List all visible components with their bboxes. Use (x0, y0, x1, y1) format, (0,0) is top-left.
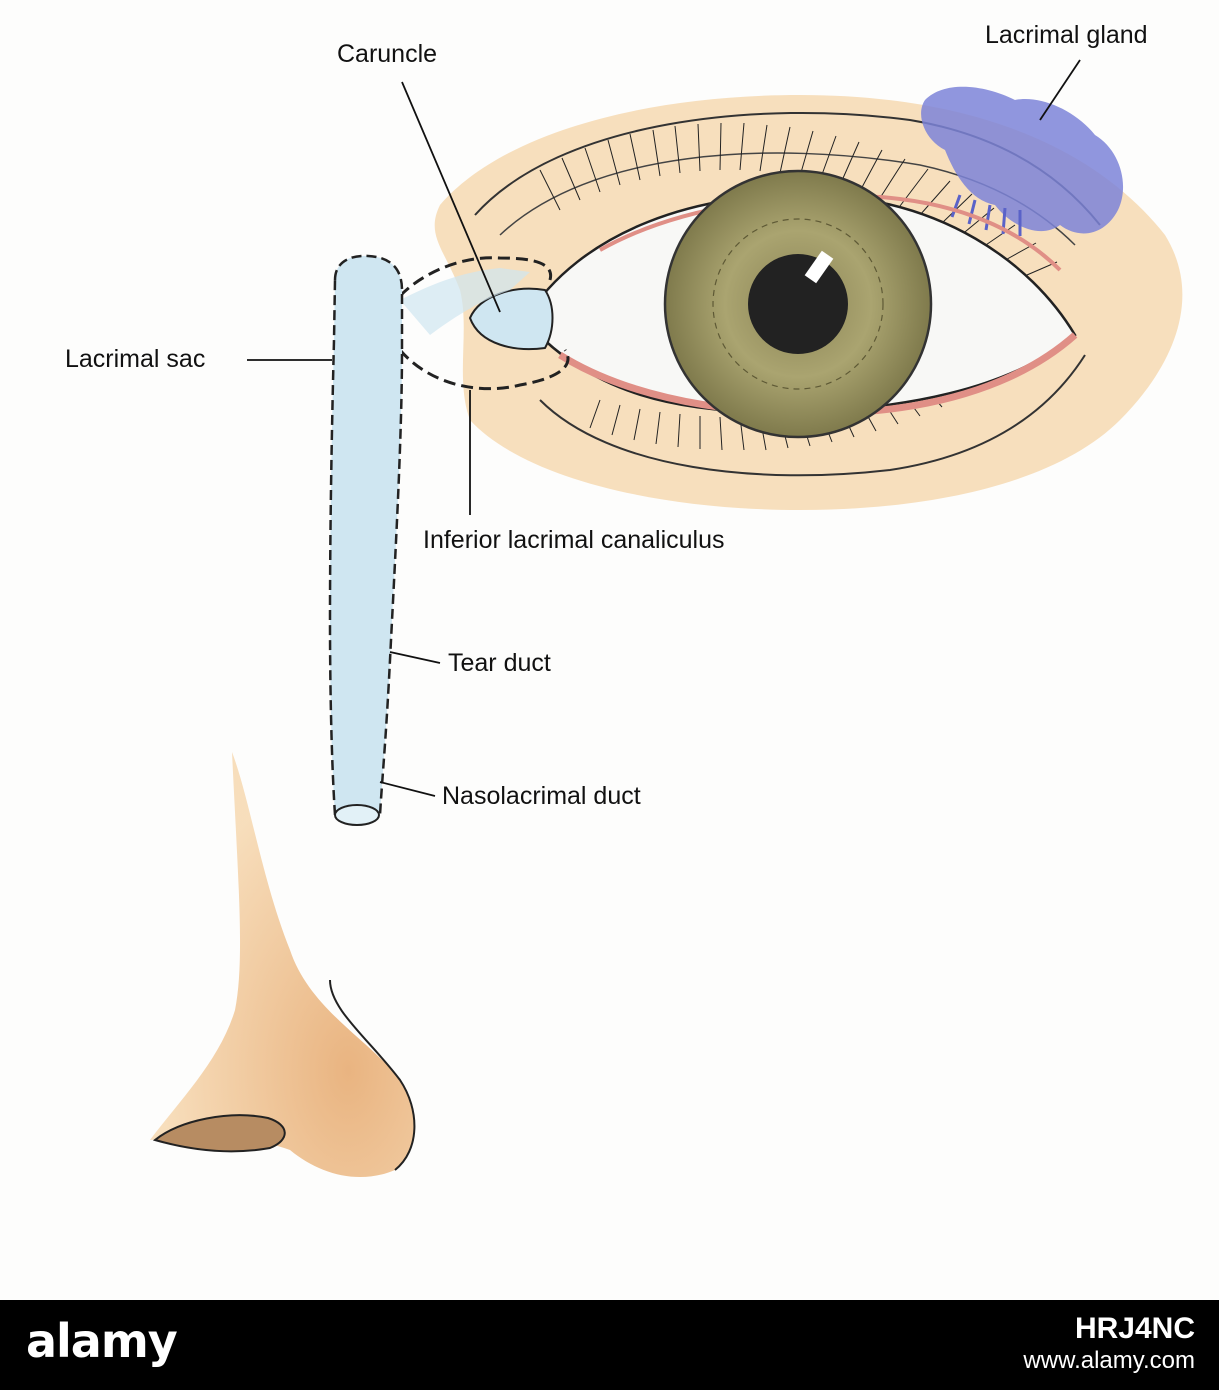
pupil-highlight (804, 250, 834, 284)
lacrimal-sac-and-duct (328, 254, 404, 824)
stock-url: www.alamy.com (1023, 1346, 1195, 1374)
label-lacrimal-gland: Lacrimal gland (985, 21, 1148, 49)
label-tear-duct: Tear duct (448, 649, 551, 677)
label-inferior-canaliculus: Inferior lacrimal canaliculus (423, 526, 725, 554)
label-nasolacrimal-duct: Nasolacrimal duct (442, 782, 641, 810)
canaliculus-fill (400, 268, 530, 335)
brand-logo: alamy (26, 1314, 178, 1368)
superior-canaliculus (398, 256, 553, 298)
lower-lid-fold (539, 354, 1086, 477)
eye-anatomy-illustration (150, 59, 1183, 1178)
stock-info: HRJ4NC www.alamy.com (1023, 1312, 1195, 1374)
inferior-canaliculus (398, 349, 570, 391)
anatomy-figure: Caruncle Lacrimal gland Lacrimal sac Inf… (65, 21, 1183, 1178)
nose-outline (329, 979, 416, 1171)
label-caruncle: Caruncle (337, 40, 438, 68)
nose (150, 752, 415, 1178)
leader-lines (247, 59, 1081, 797)
leader-nasolacrimal-duct (379, 781, 436, 797)
iris-inner-ring (712, 218, 884, 390)
stock-code: HRJ4NC (1074, 1312, 1195, 1345)
pupil (748, 254, 848, 354)
nasolacrimal-duct-opening (334, 804, 380, 826)
nostril (152, 1114, 286, 1153)
leader-lacrimal-gland (1039, 59, 1081, 121)
upper-eyelashes (539, 122, 1058, 279)
gland-ducts (950, 194, 1022, 236)
label-lacrimal-sac: Lacrimal sac (65, 345, 206, 373)
footer-bar: alamy HRJ4NC www.alamy.com (0, 1300, 1219, 1390)
leader-caruncle (401, 81, 501, 313)
lacrimal-gland (921, 86, 1124, 234)
leader-tear-duct (389, 651, 441, 664)
